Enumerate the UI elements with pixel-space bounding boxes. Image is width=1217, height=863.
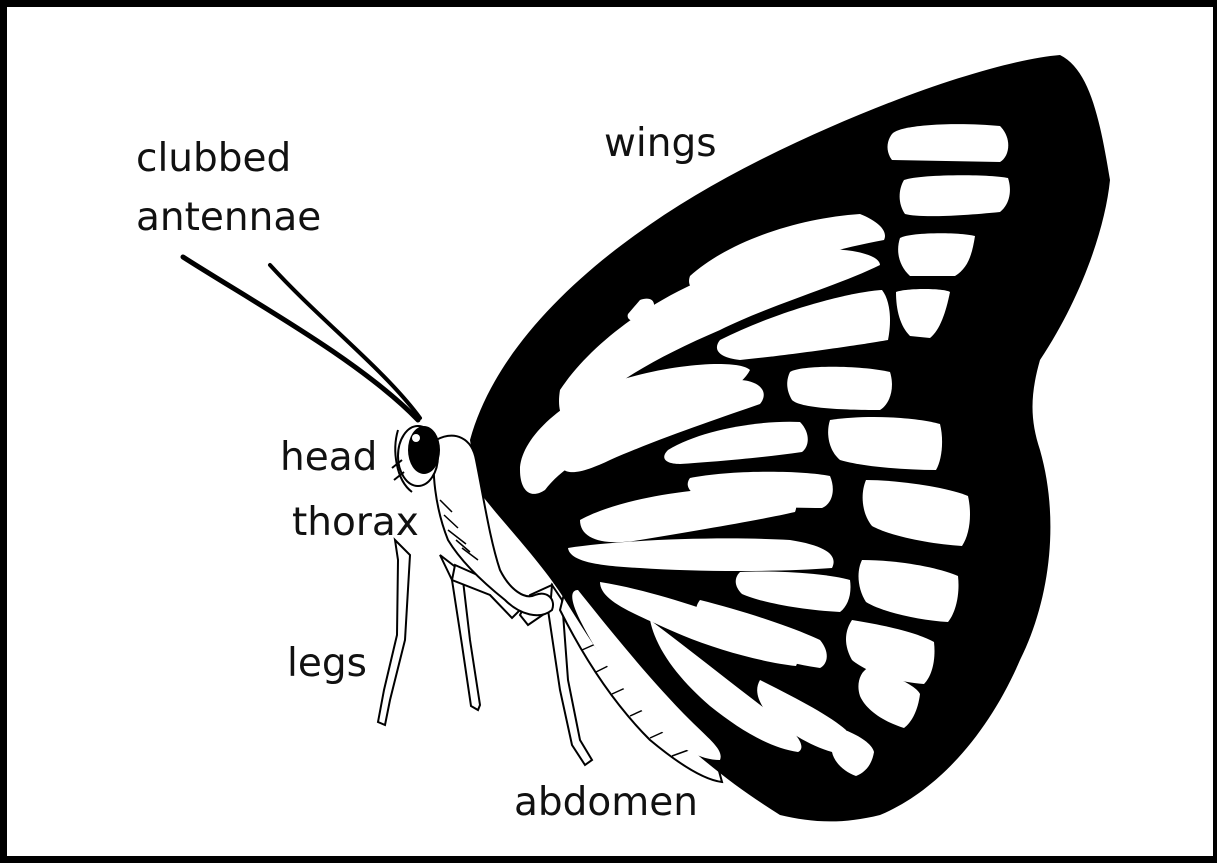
label-abdomen: abdomen <box>514 777 698 829</box>
eye <box>408 426 440 474</box>
label-head: head <box>280 432 377 484</box>
eye-highlight <box>412 434 420 442</box>
label-clubbed: clubbed <box>136 133 291 185</box>
leg-front <box>378 540 410 725</box>
antenna-back <box>270 265 420 418</box>
label-thorax: thorax <box>292 497 419 549</box>
label-antennae: antennae <box>136 192 321 244</box>
label-legs: legs <box>287 638 367 690</box>
label-wings: wings <box>604 118 717 170</box>
antenna-front <box>183 257 418 420</box>
antennae <box>183 257 420 420</box>
